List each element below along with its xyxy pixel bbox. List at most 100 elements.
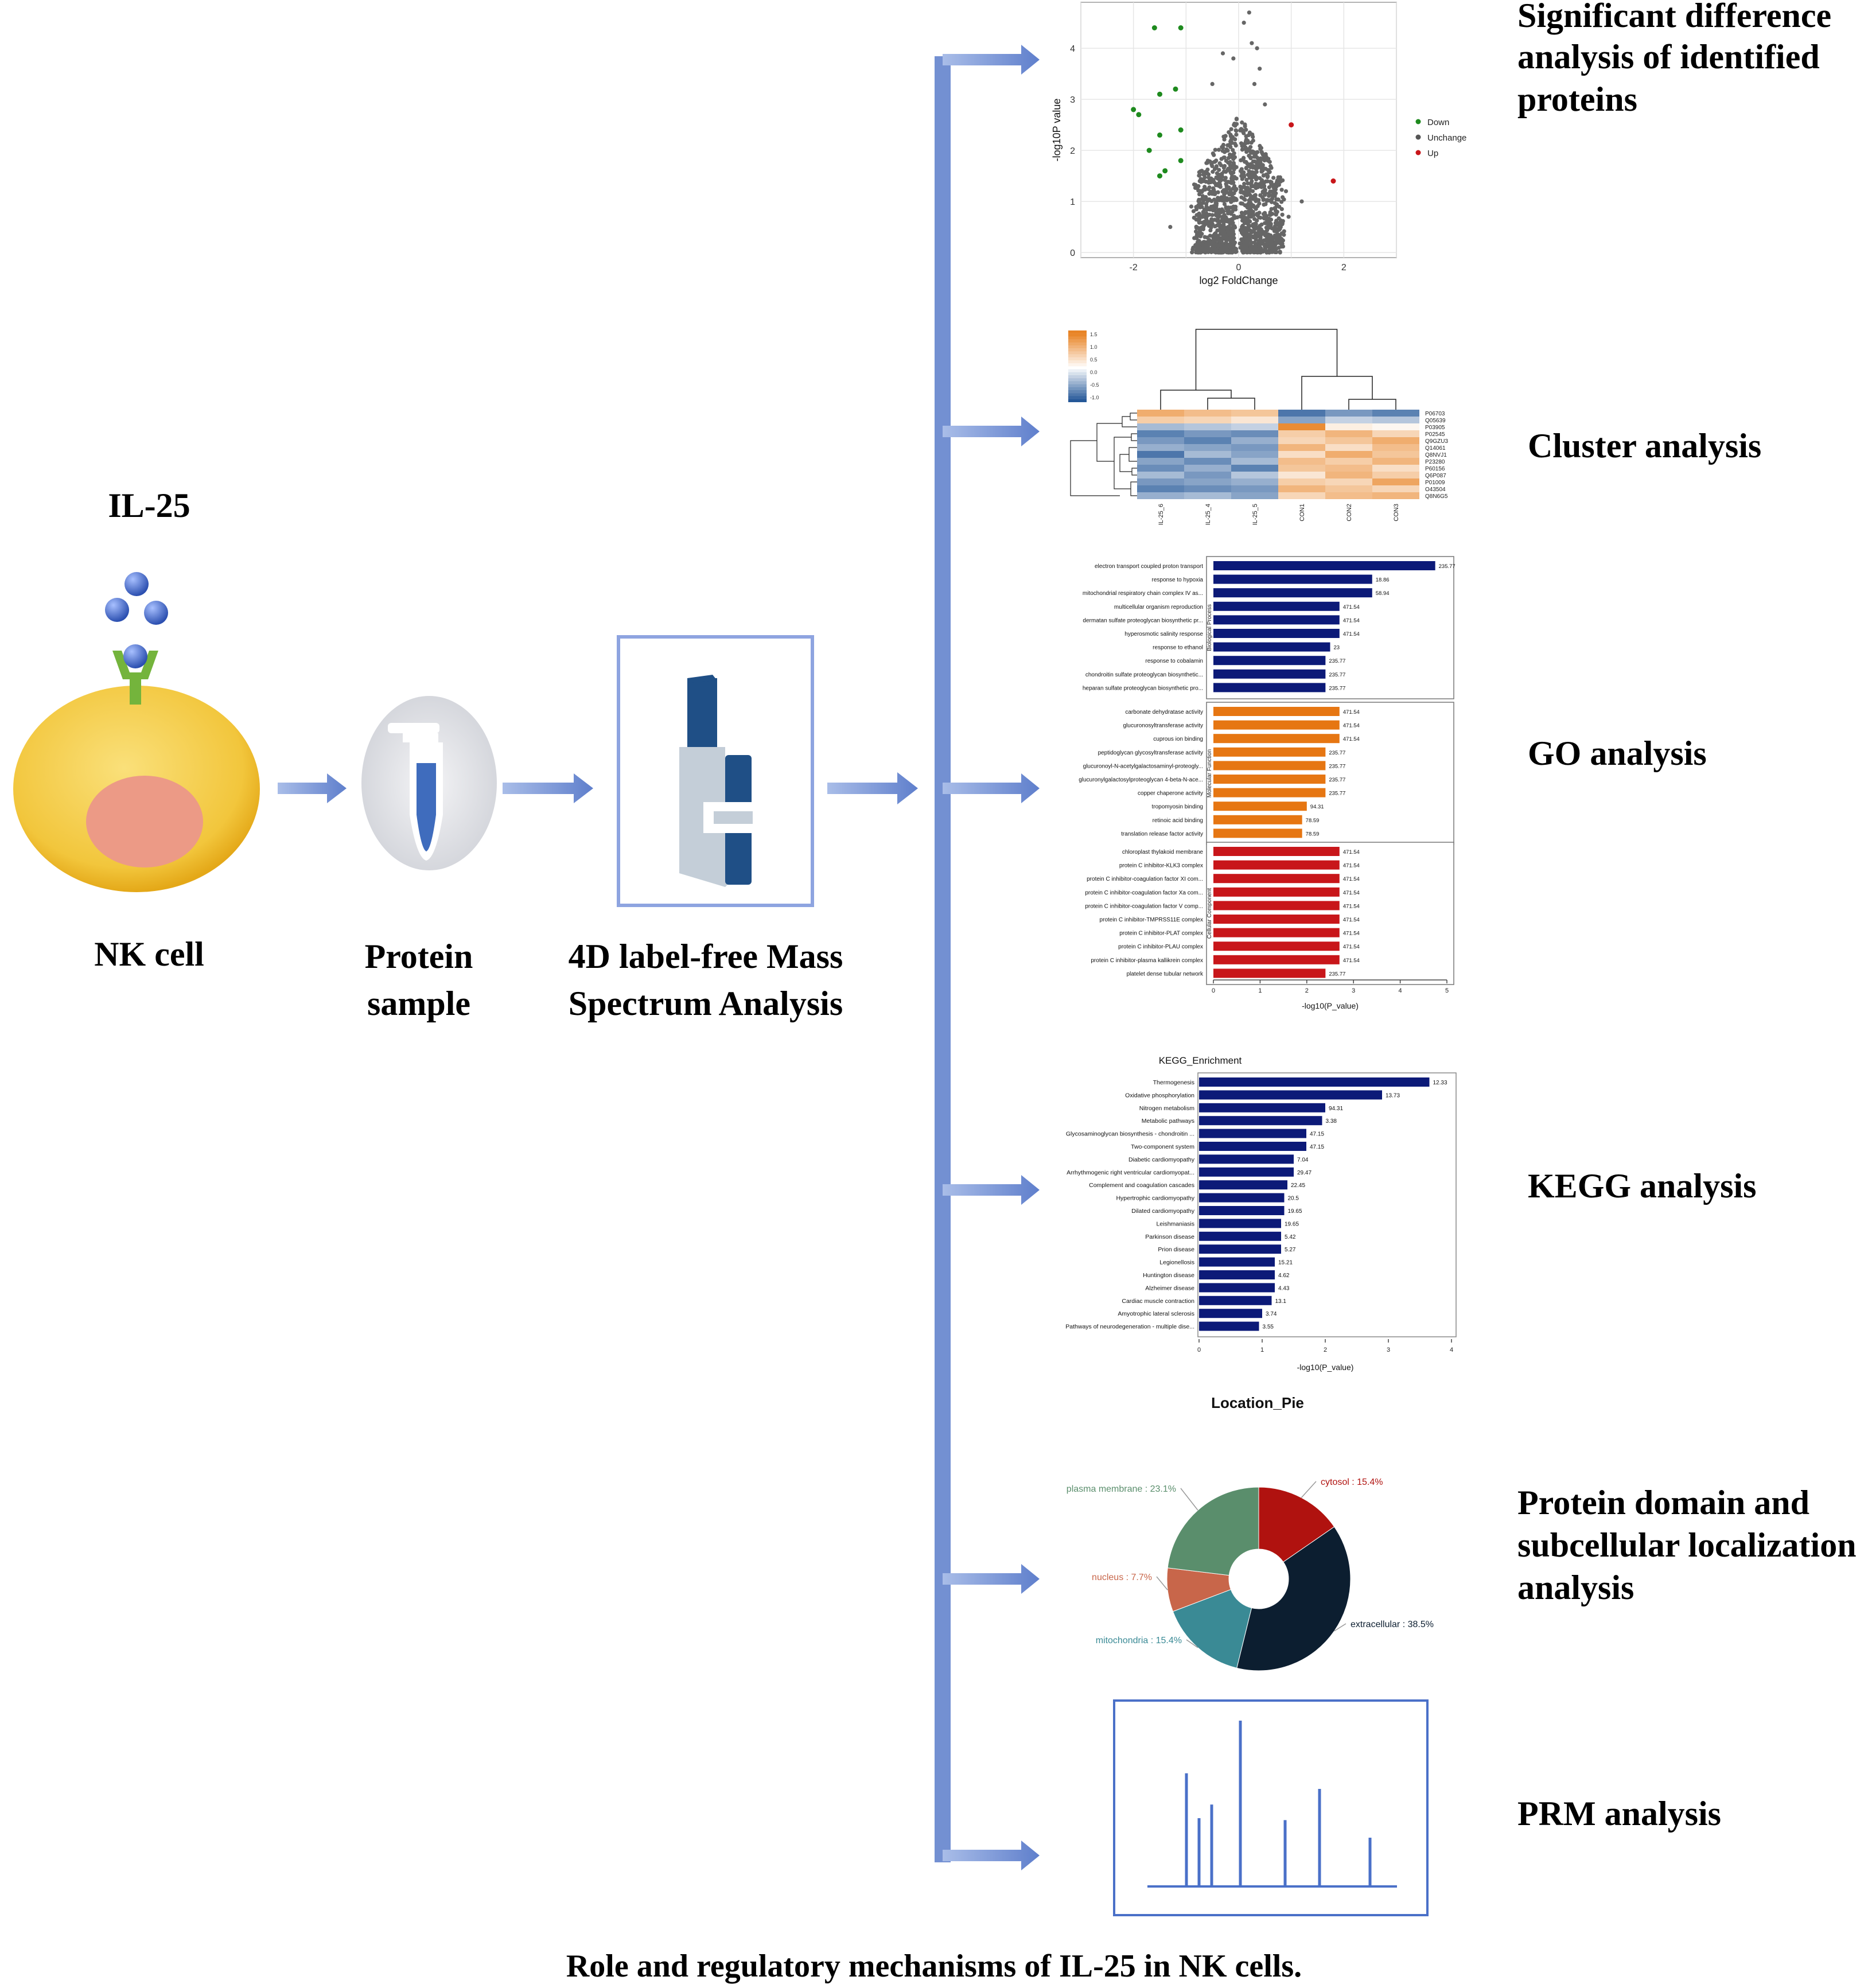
heatmap-cell: [1231, 444, 1278, 451]
volcano-point-unchange: [1247, 10, 1251, 15]
volcano-point-unchange: [1250, 246, 1254, 250]
volcano-point-unchange: [1224, 158, 1228, 163]
volcano-point-unchange: [1231, 147, 1235, 153]
volcano-point-unchange: [1191, 209, 1196, 213]
volcano-point-unchange: [1197, 250, 1202, 255]
volcano-point-unchange: [1283, 189, 1289, 193]
volcano-point-unchange: [1248, 219, 1252, 224]
volcano-point-unchange: [1247, 235, 1252, 240]
heatmap-cell: [1372, 444, 1419, 451]
volcano-point-unchange: [1205, 235, 1209, 240]
volcano-point-unchange: [1213, 147, 1217, 152]
go-category-label: heparan sulfate proteoglycan biosyntheti…: [1083, 685, 1203, 691]
volcano-point-unchange: [1225, 228, 1230, 234]
volcano-point-unchange: [1198, 205, 1202, 209]
heatmap-row-label: P01009: [1425, 480, 1445, 486]
branch-arrow-significant: [943, 45, 1040, 75]
volcano-point-up: [1289, 122, 1294, 128]
go-xtick: 5: [1445, 987, 1449, 994]
heatmap-cell: [1137, 485, 1184, 492]
volcano-point-unchange: [1244, 127, 1248, 132]
go-bar: [1213, 683, 1326, 693]
go-value-label: 78.59: [1306, 831, 1320, 837]
volcano-point-unchange: [1254, 237, 1258, 242]
volcano-point-unchange: [1248, 150, 1254, 155]
heatmap-column-label: IL-25_4: [1205, 504, 1212, 525]
heatmap-cell: [1231, 430, 1278, 437]
volcano-point-unchange: [1231, 220, 1235, 225]
go-value-label: 235.77: [1439, 563, 1456, 570]
volcano-point-unchange: [1230, 198, 1235, 203]
volcano-point-unchange: [1262, 216, 1266, 220]
volcano-point-unchange: [1268, 217, 1274, 222]
heatmap-key-cell: [1068, 354, 1087, 357]
volcano-xtick: 0: [1236, 263, 1242, 273]
volcano-point-unchange: [1263, 179, 1268, 184]
domain-analysis-label-line1: Protein domain and: [1517, 1484, 1809, 1522]
heatmap-row-label: Q9GZU3: [1425, 438, 1448, 445]
heatmap-cell: [1184, 410, 1231, 417]
kegg-bar: [1199, 1321, 1259, 1331]
volcano-point-unchange: [1206, 186, 1211, 191]
heatmap-cell: [1325, 444, 1372, 451]
volcano-point-unchange: [1211, 178, 1216, 182]
volcano-point-unchange: [1278, 179, 1283, 184]
volcano-point-unchange: [1255, 46, 1259, 50]
volcano-point-unchange: [1217, 196, 1222, 201]
kegg-category-label: Dilated cardiomyopathy: [1131, 1208, 1194, 1215]
go-bar: [1213, 968, 1326, 978]
go-value-label: 235.77: [1329, 971, 1345, 977]
volcano-point-unchange: [1238, 246, 1243, 250]
volcano-point-unchange: [1240, 120, 1244, 125]
heatmap-row-label: O43504: [1425, 487, 1446, 493]
volcano-point-unchange: [1216, 234, 1220, 238]
go-category-label: hyperosmotic salinity response: [1124, 631, 1203, 637]
go-value-label: 471.54: [1343, 631, 1360, 637]
go-xtick: 1: [1258, 987, 1262, 994]
heatmap-dendrogram: [1128, 447, 1137, 462]
volcano-point-unchange: [1242, 181, 1247, 186]
volcano-point-unchange: [1234, 186, 1239, 192]
volcano-point-unchange: [1200, 242, 1204, 247]
volcano-point-unchange: [1277, 182, 1281, 187]
volcano-point-unchange: [1271, 189, 1276, 194]
go-group-label: Cellular Component: [1207, 888, 1213, 939]
go-value-label: 235.77: [1329, 791, 1345, 797]
volcano-point-unchange: [1263, 102, 1267, 107]
heatmap-key-cell: [1068, 336, 1087, 340]
volcano-point-unchange: [1227, 243, 1232, 248]
volcano-point-unchange: [1209, 162, 1214, 166]
kegg-category-label: Metabolic pathways: [1142, 1118, 1194, 1125]
volcano-point-unchange: [1198, 234, 1203, 239]
heatmap-cell: [1137, 451, 1184, 458]
volcano-point-unchange: [1231, 157, 1236, 161]
prm-analysis-label: PRM analysis: [1517, 1795, 1722, 1833]
heatmap-key-cell: [1068, 357, 1087, 361]
volcano-point-unchange: [1255, 232, 1259, 236]
go-value-label: 471.54: [1343, 863, 1360, 869]
kegg-value-label: 13.73: [1386, 1092, 1400, 1099]
heatmap-cell: [1278, 410, 1325, 417]
volcano-point-unchange: [1239, 167, 1244, 172]
volcano-point-unchange: [1201, 213, 1206, 218]
volcano-point-unchange: [1217, 175, 1222, 180]
domain-analysis-label-line2: subcellular localization: [1517, 1526, 1857, 1564]
heatmap-key-cell: [1068, 348, 1087, 352]
volcano-point-unchange: [1255, 184, 1260, 188]
go-bar: [1213, 887, 1340, 897]
volcano-xtick: -2: [1130, 263, 1138, 273]
volcano-point-unchange: [1249, 208, 1254, 213]
volcano-point-unchange: [1217, 168, 1221, 172]
volcano-point-unchange: [1208, 228, 1213, 233]
volcano-point-unchange: [1195, 186, 1200, 190]
volcano-point-down: [1157, 91, 1162, 97]
nk-cell-nucleus: [86, 776, 203, 867]
heatmap-cell: [1372, 430, 1419, 437]
volcano-point-unchange: [1229, 127, 1233, 131]
heatmap-cell: [1184, 465, 1231, 472]
volcano-point-unchange: [1278, 238, 1283, 242]
go-bar: [1213, 629, 1340, 638]
kegg-bar: [1199, 1193, 1285, 1203]
heatmap-dendrogram: [1122, 416, 1137, 427]
go-category-label: mitochondrial respiratory chain complex …: [1083, 590, 1203, 597]
